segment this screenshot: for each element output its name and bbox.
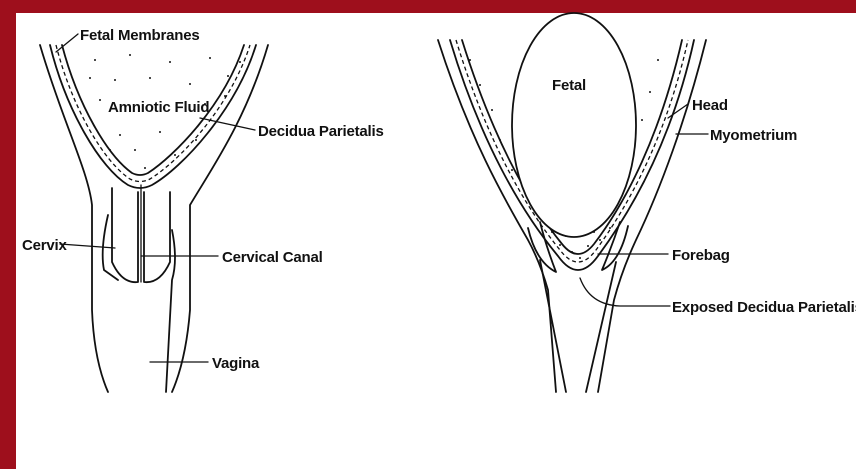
label-myometrium: Myometrium [710,127,797,144]
leader-decidua-parietalis [200,118,255,130]
forebag-fluid-dot [479,84,481,86]
left-cervix-right-lip [144,192,170,282]
label-forebag: Forebag [672,247,730,264]
amniotic-fluid-dot [94,59,96,61]
amniotic-fluid-dot [209,57,211,59]
amniotic-fluid-dot [134,149,136,151]
label-cervical-canal: Cervical Canal [222,249,323,266]
forebag-fluid-dot [587,245,589,247]
amniotic-fluid-dot [169,61,171,63]
forebag-fluid-dot [491,109,493,111]
label-head: Head [692,97,728,114]
fetal-head [512,13,636,237]
forebag-fluid-dot [511,169,513,171]
leader-fetal-membranes [56,34,78,52]
label-amniotic-fluid: Amniotic Fluid [108,99,209,116]
forebag-fluid-dot [649,91,651,93]
label-fetal-membranes: Fetal Membranes [80,27,200,44]
leader-exposed-decidua [580,278,670,306]
amniotic-fluid-dot [89,77,91,79]
left-cervix-left-lip [112,188,138,282]
forebag-fluid-dot [641,119,643,121]
forebag-fluid-dot [599,239,601,241]
amniotic-fluid-dot [149,77,151,79]
amniotic-fluid-dot [189,83,191,85]
left-figure: Fetal Membranes Amniotic Fluid Decidua P… [22,27,384,392]
left-uterine-wall-outer [40,45,108,392]
right-figure: Fetal Head Myometrium Forebag Exposed De… [438,13,856,392]
forebag-fluid-dot [609,227,611,229]
right-inner-wall-left [540,260,566,392]
forebag-fluid-dot [579,257,581,259]
left-membrane-outer-line [50,45,256,188]
forebag-fluid-dot [559,244,561,246]
amniotic-fluid-dot [99,99,101,101]
leader-cervix [60,244,115,248]
amniotic-fluid-dot [227,75,229,77]
label-vagina: Vagina [212,355,260,372]
label-decidua-parietalis: Decidua Parietalis [258,123,384,140]
amniotic-fluid-dot [159,131,161,133]
amniotic-fluid-dot [129,54,131,56]
amniotic-fluid-dot [239,61,241,63]
amniotic-fluid-dot [114,79,116,81]
amniotic-fluid-dot [174,154,176,156]
forebag-fluid-dot [657,59,659,61]
label-exposed-decidua-parietalis: Exposed Decidua Parietalis [672,299,856,316]
label-fetal: Fetal [552,77,586,94]
amniotic-fluid-dot [195,139,197,141]
amniotic-fluid-dot [119,134,121,136]
amniotic-fluid-dot [144,167,146,169]
label-cervix: Cervix [22,237,68,254]
